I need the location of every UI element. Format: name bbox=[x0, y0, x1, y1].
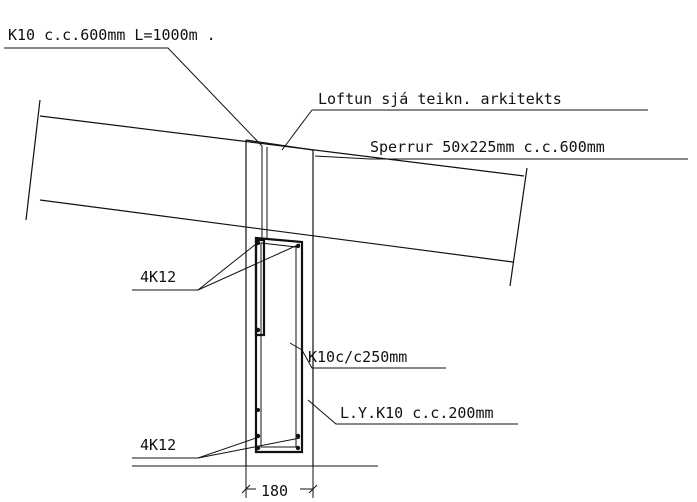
dim-tick-right bbox=[308, 484, 318, 494]
rebar-dot bbox=[295, 433, 301, 439]
ventilation-label: Loftun sjá teikn. arkitekts bbox=[318, 90, 562, 108]
rebar-dot bbox=[295, 445, 301, 451]
outer-stirrup bbox=[254, 236, 304, 454]
reinforcement-cage bbox=[254, 236, 304, 454]
top-bars-label: 4K12 bbox=[140, 268, 176, 286]
rafter bbox=[25, 99, 528, 287]
rebar-dot bbox=[255, 327, 261, 333]
top-stirrup-leg bbox=[254, 238, 266, 337]
outer-stirrups-label: L.Y.K10 c.c.200mm bbox=[340, 404, 494, 422]
rebar-dot bbox=[255, 433, 261, 439]
width-dimension-label: 180 bbox=[261, 482, 288, 500]
rafter-tie-label: K10 c.c.600mm L=1000m . bbox=[8, 26, 216, 44]
rafter-break-left bbox=[25, 99, 41, 221]
rafter-break-right bbox=[509, 167, 528, 287]
rebar-dot bbox=[255, 240, 261, 246]
rafters-label: Sperrur 50x225mm c.c.600mm bbox=[370, 138, 605, 156]
width-dimension bbox=[241, 466, 318, 498]
inner-stirrup bbox=[260, 242, 297, 448]
bottom-bars-label: 4K12 bbox=[140, 436, 176, 454]
leader-lines bbox=[4, 47, 688, 459]
dim-tick-left bbox=[241, 484, 251, 494]
inner-stirrups-label: K10c/c250mm bbox=[308, 348, 407, 366]
rebar-dot bbox=[256, 408, 260, 412]
